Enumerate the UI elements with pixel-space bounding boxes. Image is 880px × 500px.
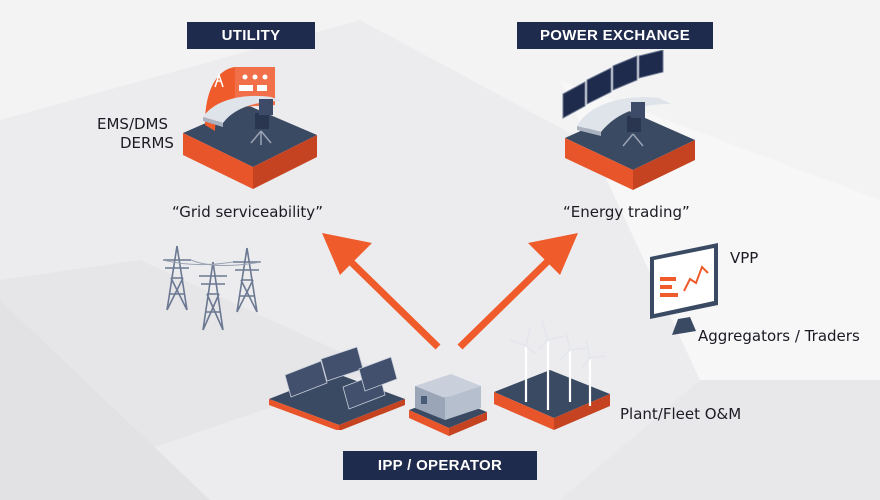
power-exchange-label: POWER EXCHANGE: [517, 22, 713, 49]
ems-dms-text: EMS/DMS: [97, 115, 169, 133]
plant-fleet-om-text: Plant/Fleet O&M: [620, 405, 742, 423]
aggregators-traders-text: Aggregators / Traders: [698, 327, 860, 345]
ipp-operator-label: IPP / OPERATOR: [343, 451, 537, 480]
grid-serviceability-text: “Grid serviceability”: [172, 203, 323, 221]
arrow-to-utility-icon: [322, 233, 441, 350]
energy-trading-text: “Energy trading”: [563, 203, 690, 221]
solar-panels-icon: [269, 346, 405, 430]
derms-text: DERMS: [120, 134, 174, 152]
utility-control-room-icon: [183, 67, 317, 189]
arrow-to-power-exchange-icon: [457, 233, 578, 350]
vpp-monitor-icon: [650, 243, 718, 335]
wind-turbines-icon: [494, 319, 610, 430]
transmission-towers-icon: [162, 245, 262, 331]
vpp-text: VPP: [730, 249, 759, 267]
battery-container-icon: [409, 374, 487, 436]
utility-label: UTILITY: [187, 22, 315, 49]
power-exchange-trading-room-icon: [562, 50, 695, 190]
